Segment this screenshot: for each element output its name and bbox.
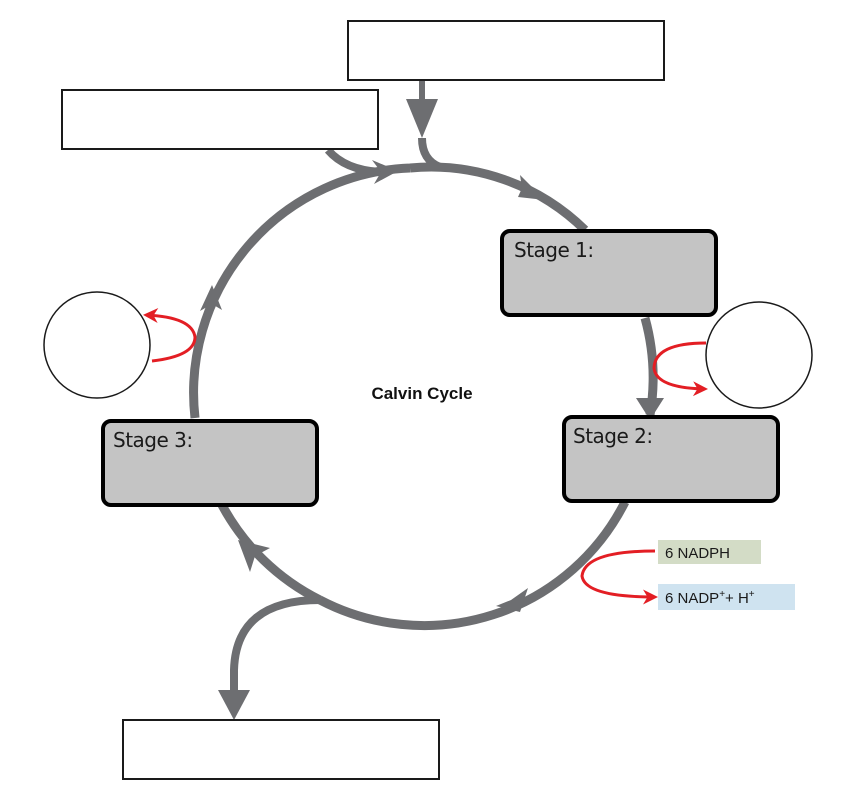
cycle-arrowhead-left	[200, 285, 222, 311]
left-input-join	[324, 147, 381, 176]
stage-3-box[interactable]: Stage 3:	[101, 419, 319, 507]
top-input-arrowhead	[406, 99, 438, 138]
blank-input-box-top[interactable]	[347, 20, 665, 81]
bottom-output-stem	[230, 596, 321, 700]
svg-text:6 NADP++ H+: 6 NADP++ H+	[665, 589, 755, 607]
red-arrow-nadph	[580, 549, 658, 605]
nadph-label: 6 NADPH	[658, 540, 761, 564]
red-arrow-stage-1-cofactor	[652, 341, 708, 397]
cycle-arrowhead-bottom-left	[238, 540, 270, 572]
cycle-title: Calvin Cycle	[371, 384, 472, 403]
svg-text:6 NADPH: 6 NADPH	[665, 545, 730, 562]
red-arrow-stage-3-cofactor	[143, 308, 197, 363]
stage-2-box[interactable]: Stage 2:	[562, 415, 780, 503]
cycle-arrowhead-bottom-right	[496, 588, 528, 612]
cycle-arrowhead-top-left	[372, 160, 398, 184]
blank-circle-stage-1[interactable]	[705, 301, 813, 409]
cycle-arrowhead-stage1-to-2	[636, 398, 664, 420]
stage-1-label: Stage 1:	[514, 238, 594, 262]
top-input-join	[418, 137, 442, 171]
blank-output-box-bottom[interactable]	[122, 719, 440, 780]
stage-2-label: Stage 2:	[573, 424, 653, 448]
cycle-arrowhead-top-right	[518, 175, 545, 200]
blank-input-box-left[interactable]	[61, 89, 379, 150]
stage-3-label: Stage 3:	[113, 428, 193, 452]
stage-1-box[interactable]: Stage 1:	[500, 229, 718, 317]
blank-circle-stage-3[interactable]	[43, 291, 151, 399]
nadp-label: 6 NADP++ H+	[658, 584, 795, 610]
bottom-output-arrowhead	[218, 690, 250, 720]
